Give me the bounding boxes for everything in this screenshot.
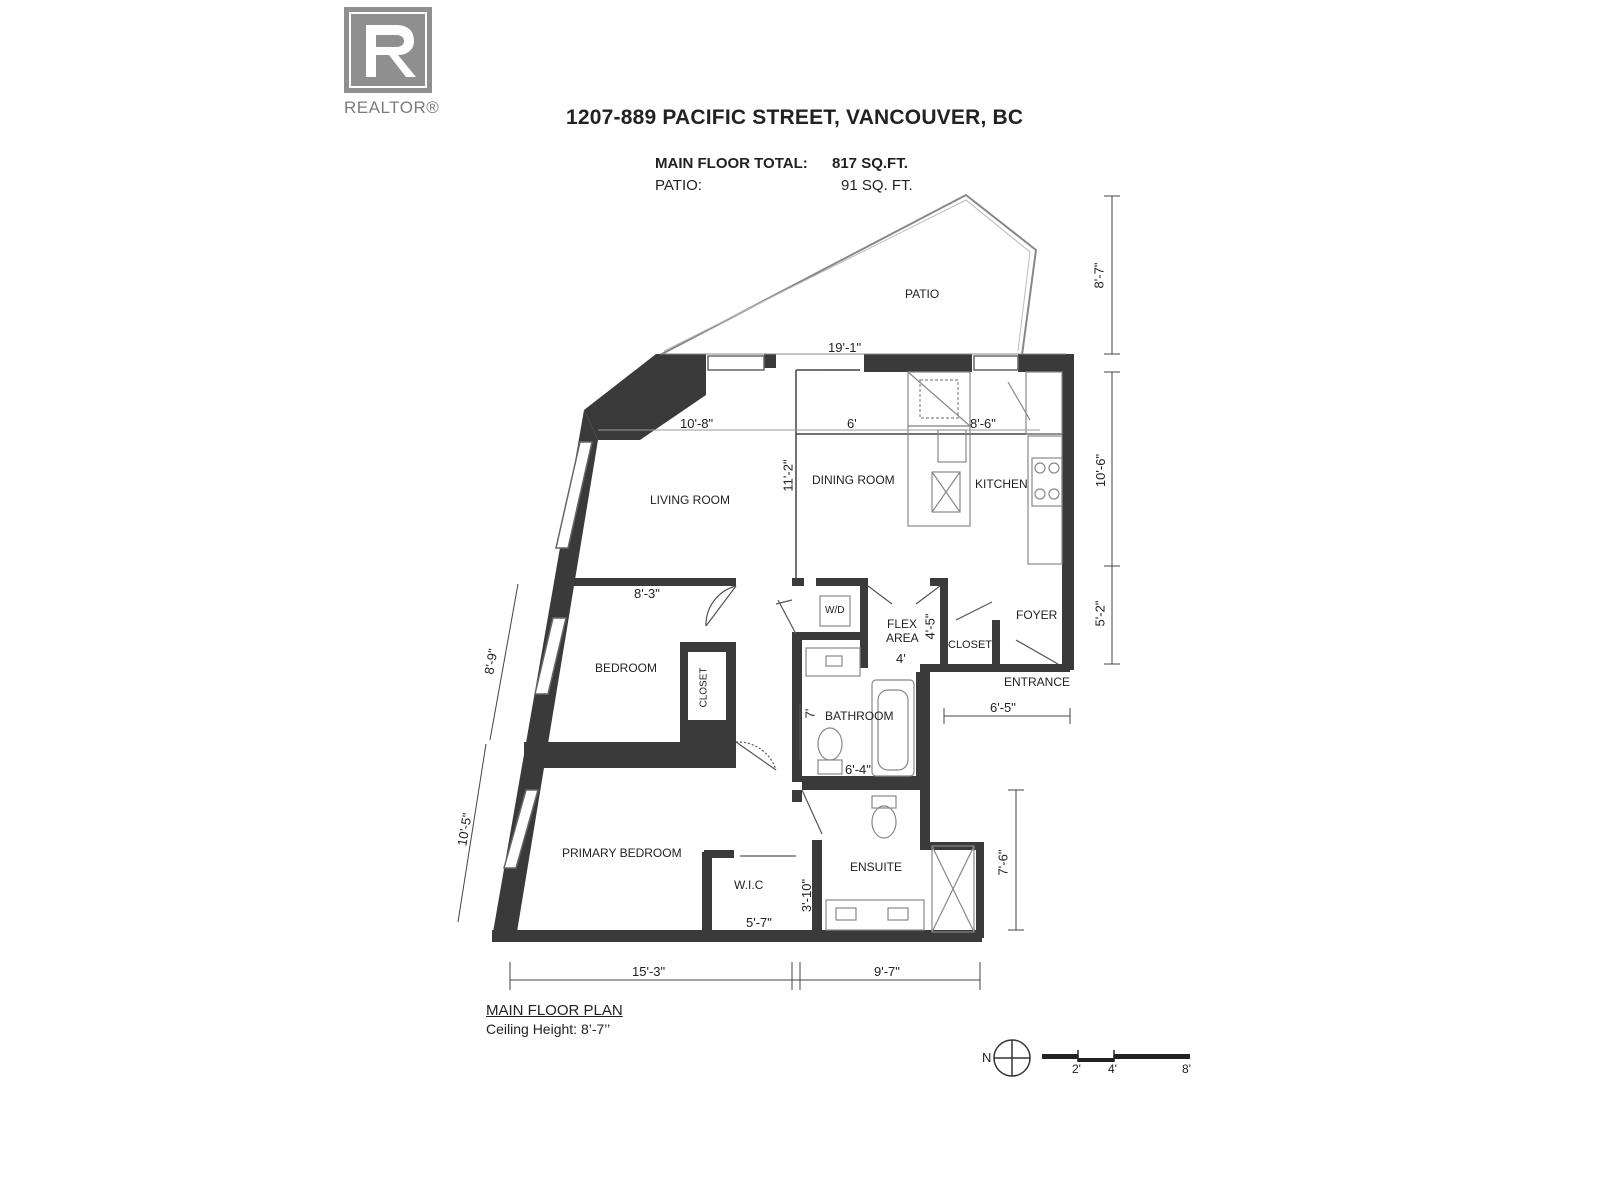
main-floor-total-label: MAIN FLOOR TOTAL:: [655, 155, 808, 172]
dim-flex-width: 4': [896, 651, 906, 666]
north-label: N: [982, 1050, 992, 1065]
door-swings: [705, 369, 1059, 857]
room-label-bathroom: BATHROOM: [825, 709, 894, 723]
scale-label-2ft: 2': [1072, 1062, 1081, 1076]
dim-ensuite-width: 9'-7": [874, 964, 900, 979]
top-windows: [707, 355, 1019, 371]
property-address-title: 1207-889 PACIFIC STREET, VANCOUVER, BC: [566, 106, 1024, 129]
patio-area-label: PATIO:: [655, 177, 702, 194]
scale-bar: [1042, 1050, 1190, 1062]
room-label-kitchen: KITCHEN: [975, 477, 1028, 491]
room-label-living-room: LIVING ROOM: [650, 493, 731, 507]
plan-title: MAIN FLOOR PLAN: [486, 1002, 623, 1019]
room-label-primary-bedroom: PRIMARY BEDROOM: [562, 846, 682, 860]
room-label-bedroom-closet: CLOSET: [698, 667, 710, 708]
dim-patio-depth: 8'-7": [1091, 262, 1107, 289]
dim-foyer-depth: 5'-2": [1092, 600, 1108, 627]
kitchen-fixtures: [907, 371, 1063, 565]
dim-bathroom-depth: 7': [802, 708, 818, 719]
dim-kitchen-width: 8'-6": [970, 416, 996, 431]
dim-patio-width: 19'-1": [828, 340, 862, 355]
dim-primary-width: 15'-3": [632, 964, 666, 979]
room-label-ensuite: ENSUITE: [850, 860, 903, 874]
interior-walls: [524, 578, 1000, 938]
dim-dining-depth: 11'-2": [780, 459, 796, 492]
room-label-washer-dryer: W/D: [825, 605, 845, 616]
patio-outline: [659, 193, 1038, 356]
ceiling-height: Ceiling Height: 8’-7’’: [486, 1021, 611, 1037]
room-label-foyer-closet: CLOSET: [948, 639, 993, 651]
dim-flex-depth: 4'-5": [922, 613, 938, 640]
dim-living-width: 10'-8": [680, 416, 714, 431]
left-windows: [503, 441, 593, 869]
dimension-lines: [457, 195, 1120, 990]
room-label-dining-room: DINING ROOM: [812, 473, 895, 487]
dim-kitchen-depth: 10'-6": [1093, 453, 1109, 488]
dim-dining-width: 6': [847, 416, 857, 431]
room-label-bedroom: BEDROOM: [595, 661, 658, 675]
room-label-wic: W.I.C: [734, 878, 764, 892]
dim-bathroom-width: 6'-4": [845, 762, 871, 777]
room-label-flex-area-2: AREA: [886, 631, 919, 645]
main-floor-total-value: 817 SQ.FT.: [832, 155, 908, 172]
realtor-r-mark-icon: [344, 7, 432, 93]
room-label-patio: PATIO: [905, 287, 940, 301]
dim-wic-width: 5'-7": [746, 915, 772, 930]
room-label-entrance: ENTRANCE: [1004, 675, 1071, 689]
dim-entrance-width: 6'-5": [990, 700, 1016, 715]
room-label-flex-area-1: FLEX: [887, 617, 918, 631]
bath-fixtures: [805, 595, 975, 933]
realtor-logo: [344, 7, 432, 93]
patio-area-value: 91 SQ. FT.: [841, 177, 913, 194]
dim-ensuite-depth: 7'-6": [995, 849, 1011, 876]
room-label-foyer: FOYER: [1016, 608, 1058, 622]
dim-wic-depth: 3'-10": [799, 878, 815, 913]
realtor-wordmark: REALTOR®: [344, 98, 440, 117]
scale-label-4ft: 4': [1108, 1062, 1117, 1076]
scale-label-8ft: 8': [1182, 1062, 1191, 1076]
north-arrow-icon: [993, 1039, 1031, 1077]
dim-bedroom-width: 8'-3": [634, 586, 660, 601]
